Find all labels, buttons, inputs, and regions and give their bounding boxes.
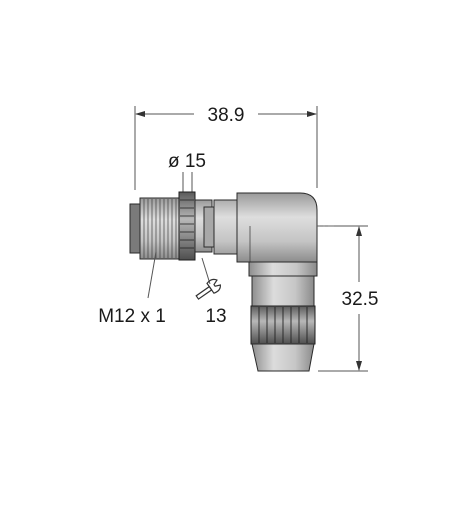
vertical-body: [251, 275, 315, 307]
wrench-icon: [195, 278, 221, 300]
dimension-overall-length: 38.9: [134, 105, 318, 190]
threaded-section: [139, 197, 181, 260]
nut-diameter-label: ø 15: [168, 151, 206, 172]
pin-face: [129, 203, 141, 254]
angled-connector: [129, 191, 334, 372]
cable-grip: [250, 305, 316, 345]
dimension-nut-diameter: ø 15: [168, 151, 206, 193]
leader-thread: M12 x 1: [98, 251, 166, 327]
collar: [248, 261, 318, 277]
coupling-nut: [178, 191, 196, 261]
leader-wrench: 13: [195, 257, 227, 327]
elbow-housing: [213, 192, 318, 263]
dimension-height: 32.5: [318, 225, 379, 372]
height-label: 32.5: [342, 289, 379, 310]
overall-length-label: 38.9: [208, 105, 245, 126]
wrench-size-label: 13: [205, 306, 226, 327]
thread-size-label: M12 x 1: [98, 306, 166, 327]
cable-boot: [251, 343, 315, 372]
